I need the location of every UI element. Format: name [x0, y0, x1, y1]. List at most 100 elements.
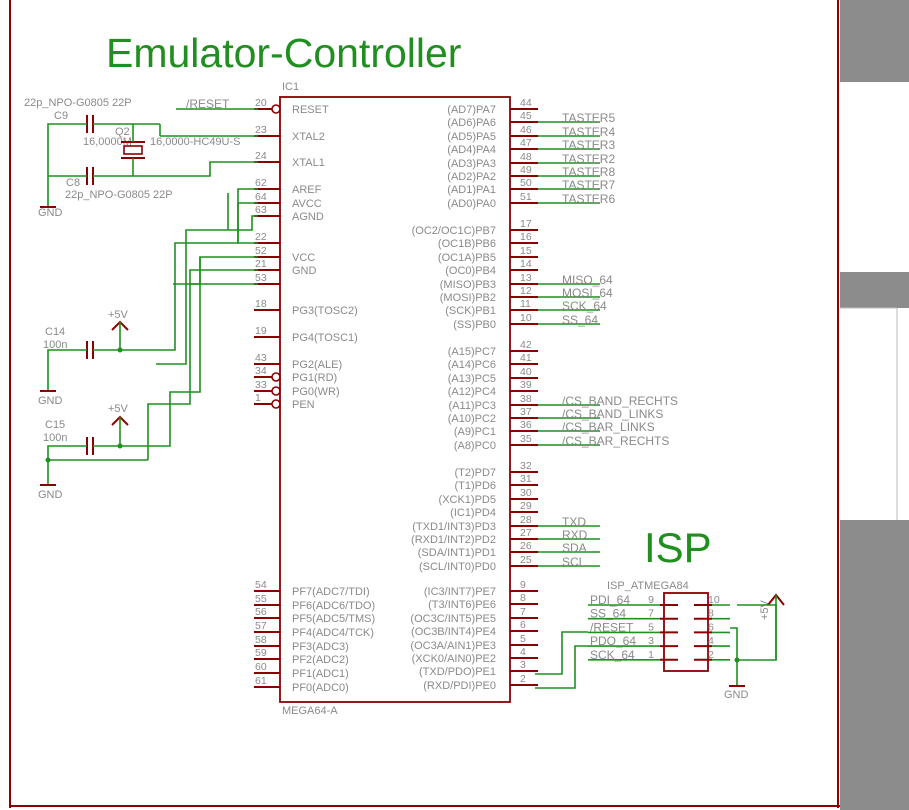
ic-right-pin-4: 4(XCK0/AIN0)PE2: [412, 646, 538, 665]
q2-ref: Q2: [115, 126, 130, 138]
net-label: SS_64: [562, 313, 598, 327]
pin-number: 15: [520, 245, 532, 257]
ic-right-pin-44: 44 (AD7)PA7: [447, 97, 538, 116]
power-wiring: [120, 188, 258, 460]
pin-name: (OC3C/INT5)PE5: [410, 613, 496, 625]
pin-name: (XCK1)PD5: [439, 494, 496, 506]
c15-value: 100n: [43, 432, 67, 444]
c15-supply: +5V: [108, 403, 129, 415]
pin-number: 43: [255, 352, 267, 364]
ic-right-pin-35: 35(A8)PC0/CS_BAR_RECHTS: [454, 433, 670, 452]
c15-ref: C15: [45, 419, 65, 431]
pin-name: (OC0)PB4: [445, 265, 496, 277]
net-label: TASTER8: [562, 165, 615, 179]
isp-net-label: /RESET: [590, 620, 634, 634]
pin-name: (AD7)PA7: [447, 104, 496, 116]
c14-gnd: GND: [38, 395, 63, 407]
pin-name: (RXD/PDI)PE0: [423, 680, 496, 692]
pin-number: 40: [520, 366, 532, 378]
net-label: TXD: [562, 515, 586, 529]
pin-number: 57: [255, 620, 267, 632]
pin-name: (IC1)PD4: [450, 507, 496, 519]
pin-name: AGND: [292, 211, 324, 223]
isp-net-label: SCK_64: [590, 648, 635, 662]
c8-ref: C8: [66, 177, 80, 189]
pin-number: 23: [255, 124, 267, 136]
ic-right-pin-42: 42(A15)PC7: [448, 339, 538, 358]
pin-number: 30: [520, 487, 532, 499]
pin-number: 64: [255, 191, 267, 203]
pin-number: 44: [520, 97, 532, 109]
pin-name: PF7(ADC7/TDI): [292, 586, 370, 598]
isp-left-num: 5: [648, 621, 654, 633]
pin-number: 62: [255, 177, 267, 189]
net-label: SDA: [562, 541, 587, 555]
pin-name: PG3(TOSC2): [292, 305, 358, 317]
pin-number: 51: [520, 191, 532, 203]
isp-left-num: 1: [648, 649, 654, 661]
ic-right-pin-32: 32(T2)PD7: [454, 460, 538, 479]
net-label: TASTER6: [562, 192, 615, 206]
sheet-frame: [9, 0, 909, 810]
pin-number: 33: [255, 379, 267, 391]
pin-name: (A14)PC6: [448, 359, 496, 371]
pin-number: 10: [520, 312, 532, 324]
ic-right-pin-41: 41(A14)PC6: [448, 352, 538, 371]
pin-name: (AD5)PA5: [447, 131, 496, 143]
pin-number: 45: [520, 110, 532, 122]
pin-number: 2: [520, 673, 526, 685]
isp-left-num: 9: [648, 594, 654, 606]
pin-number: 13: [520, 272, 532, 284]
pin-number: 20: [255, 97, 267, 109]
pin-number: 37: [520, 406, 532, 418]
ic-right-pin-30: 30 (XCK1)PD5: [439, 487, 538, 506]
ic-value: MEGA64-A: [282, 705, 338, 717]
pin-name: (SCK)PB1: [445, 305, 496, 317]
pin-name: (MISO)PB3: [440, 279, 496, 291]
pin-number: 8: [520, 592, 526, 604]
pin-name: (A11)PC3: [449, 400, 496, 412]
pin-number: 1: [255, 392, 261, 404]
c14-value: 100n: [43, 339, 67, 351]
pin-number: 54: [255, 579, 267, 591]
pin-name: (TXD/PDO)PE1: [419, 666, 496, 678]
pin-number: 29: [520, 500, 532, 512]
pin-name: PG2(ALE): [292, 359, 342, 371]
net-label: RXD: [562, 528, 588, 542]
pin-number: 19: [255, 325, 267, 337]
pin-name: (T3/INT6)PE6: [428, 599, 496, 611]
pin-number: 55: [255, 593, 267, 605]
pin-name: AVCC: [292, 198, 322, 210]
ic-right-pin-3: 3(TXD/PDO)PE1: [419, 659, 538, 678]
pin-name: PF4(ADC4/TCK): [292, 627, 374, 639]
net-label: TASTER3: [562, 138, 615, 152]
net-label: SCL: [562, 555, 586, 569]
pin-name: PF3(ADC3): [292, 641, 349, 653]
isp-left-num: 7: [648, 608, 654, 620]
pin-number: 47: [520, 137, 532, 149]
pin-name: (IC3/INT7)PE7: [424, 586, 496, 598]
pin-number: 7: [520, 606, 526, 618]
pin-number: 28: [520, 514, 532, 526]
isp-net-label: SS_64: [590, 607, 626, 621]
ic-right-pin-5: 5(OC3A/AIN1)PE3: [410, 633, 538, 652]
